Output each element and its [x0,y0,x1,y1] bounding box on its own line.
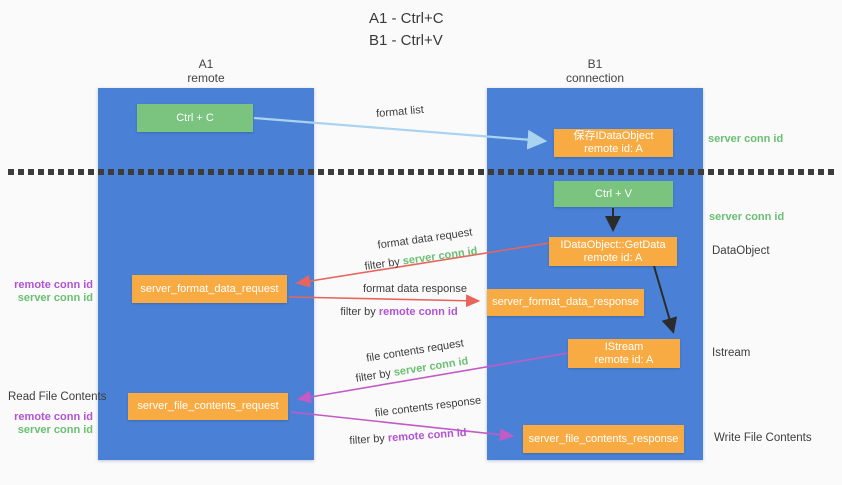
annotation-remote-conn-id-format: remote conn id [14,279,93,291]
title-line-1: A1 - Ctrl+C [369,10,444,27]
node-ctrl-c: Ctrl + C [137,104,253,132]
node-getdata-line1: IDataObject::GetData [560,238,666,251]
node-save-idataobject-line2: remote id: A [584,143,643,155]
node-save-idataobject: 保存IDataObject remote id: A [554,129,673,157]
section-divider-dashed-line [8,169,834,175]
node-ctrl-v-label: Ctrl + V [595,187,632,200]
node-format-response-label: server_format_data_response [492,296,639,308]
title-line-2: B1 - Ctrl+V [369,32,443,49]
diagram-title: A1 - Ctrl+C B1 - Ctrl+V [369,8,444,52]
lane-header-a1: A1 remote [98,57,314,85]
filter-remote-conn-id: remote conn id [387,426,467,445]
lane-header-b1: B1 connection [487,57,703,85]
filter-server-conn-id: server conn id [402,245,479,268]
format-list-label: format list [375,103,425,121]
annotation-write-file-contents: Write File Contents [714,432,812,444]
annotation-server-conn-id-format: server conn id [17,292,93,304]
filter-by-prefix: filter by [363,256,401,273]
filter-by-prefix: filter by [349,432,386,448]
node-server-format-data-request: server_format_data_request [132,275,287,303]
annotation-read-file-contents: Read File Contents [8,391,107,403]
format-data-response-filter-label: filter by remote conn id [340,306,457,318]
file-contents-response-filter-label: filter by remote conn id [349,427,467,447]
lane-b1-id: B1 [587,57,603,71]
file-contents-response-label: file contents response [374,394,482,420]
filter-by-prefix: filter by [340,306,376,318]
lane-b1-subtitle: connection [565,71,625,85]
node-file-response-label: server_file_contents_response [528,432,679,445]
annotation-dataobject: DataObject [712,245,770,257]
node-ctrl-c-label: Ctrl + C [176,111,214,124]
format-data-response-label: format data response [363,283,467,295]
annotation-server-conn-id-file: server conn id [17,424,93,436]
annotation-remote-conn-id-file: remote conn id [14,411,93,423]
node-server-format-data-response: server_format_data_response [487,289,644,316]
annotation-server-conn-id-mid: server conn id [709,211,785,223]
node-server-file-contents-request: server_file_contents_request [128,393,288,420]
lane-a1-id: A1 [198,57,214,71]
node-server-file-contents-response: server_file_contents_response [523,425,684,453]
annotation-server-conn-id-top: server conn id [708,133,784,145]
node-istream-line2: remote id: A [594,353,654,366]
node-ctrl-v: Ctrl + V [554,181,673,207]
annotation-istream: Istream [712,347,751,359]
node-format-request-label: server_format_data_request [140,282,279,295]
node-file-request-label: server_file_contents_request [137,400,279,412]
node-save-idataobject-line1: 保存IDataObject [573,130,654,142]
node-idataobject-getdata: IDataObject::GetData remote id: A [549,237,677,266]
node-istream-line1: IStream [604,340,644,353]
lane-a1-subtitle: remote [187,71,225,85]
format-data-response-arrow [288,294,481,308]
node-istream: IStream remote id: A [568,339,680,368]
filter-by-prefix: filter by [354,367,392,385]
filter-remote-conn-id: remote conn id [378,306,458,318]
node-getdata-line2: remote id: A [583,251,643,264]
